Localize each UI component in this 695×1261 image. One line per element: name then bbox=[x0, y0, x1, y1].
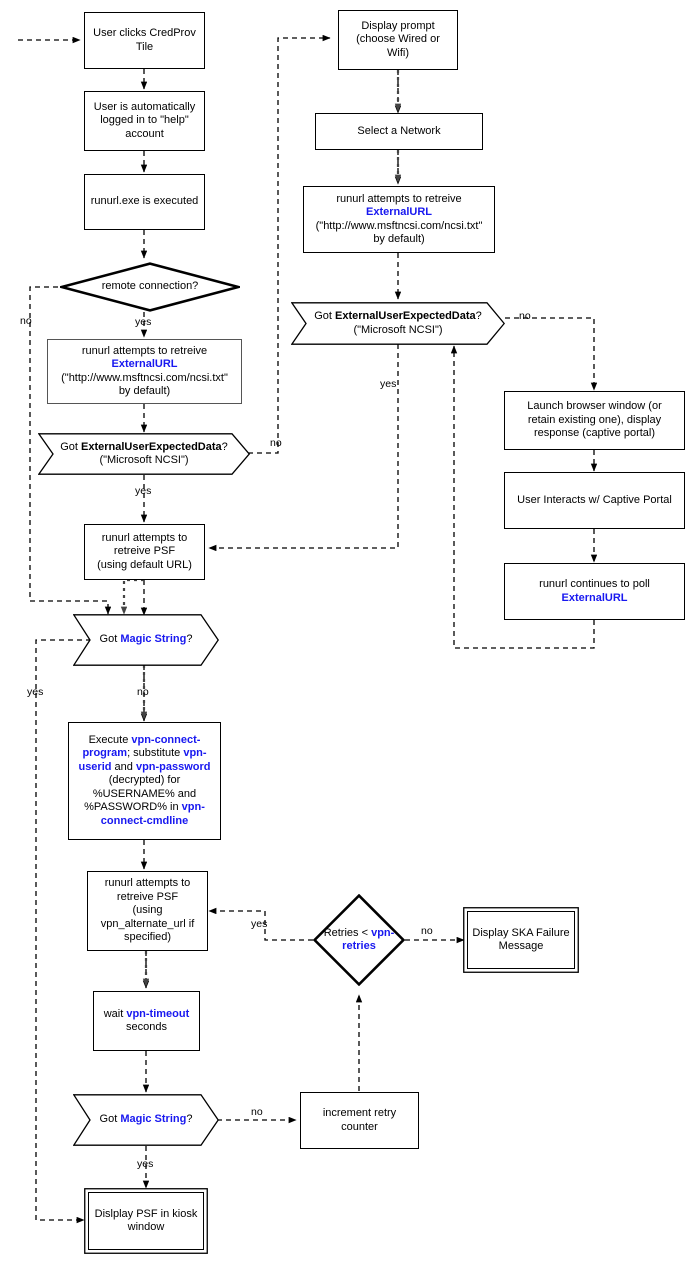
node-got-magic-string-1[interactable]: Got Magic String? bbox=[73, 614, 219, 666]
node-runurl-exe-executed[interactable]: runurl.exe is executed bbox=[84, 174, 205, 230]
node-label: User Interacts w/ Captive Portal bbox=[517, 493, 672, 506]
node-label: Got Magic String? bbox=[99, 633, 193, 646]
hexagon-shape bbox=[73, 614, 219, 666]
edge-psfdefault-to-magic1-gray bbox=[120, 578, 144, 615]
node-label: Got Magic String? bbox=[99, 1113, 193, 1126]
hexagon-shape bbox=[38, 433, 250, 475]
edge-rightncsi-no bbox=[505, 317, 598, 391]
edge-label-remote-connection-yes: yes bbox=[135, 316, 152, 328]
node-label: Select a Network bbox=[357, 124, 441, 137]
node-label: Got ExternalUserExpectedData?("Microsoft… bbox=[60, 440, 228, 467]
node-label: runurl.exe is executed bbox=[90, 195, 199, 208]
edge-label-magic-string-1-yes: yes bbox=[27, 686, 44, 698]
node-got-magic-string-2[interactable]: Got Magic String? bbox=[73, 1094, 219, 1146]
node-label: Got ExternalUserExpectedData?("Microsoft… bbox=[314, 310, 482, 336]
edge-label-magic-string-2-no: no bbox=[251, 1106, 263, 1118]
edge-label-magic-string-1-no: no bbox=[137, 686, 149, 698]
edge-label-right-ncsi-no: no bbox=[519, 310, 531, 322]
node-label: Retries < vpn-retries bbox=[323, 926, 395, 953]
hexagon-shape bbox=[73, 1094, 219, 1146]
diamond-shape bbox=[60, 262, 240, 312]
edge-label-left-ncsi-yes: yes bbox=[135, 485, 152, 497]
diamond-shape bbox=[313, 894, 405, 986]
node-left-got-externaluserexpecteddata[interactable]: Got ExternalUserExpectedData?("Microsoft… bbox=[38, 433, 250, 475]
hexagon-shape bbox=[291, 302, 505, 345]
node-retries-less-than-vpn-retries[interactable]: Retries < vpn-retries bbox=[313, 894, 405, 986]
edge-label-retries-yes: yes bbox=[251, 918, 268, 930]
node-select-a-network[interactable]: Select a Network bbox=[315, 113, 483, 150]
edge-label-left-ncsi-no: no bbox=[270, 437, 282, 449]
edge-label-remote-connection-no: no bbox=[20, 315, 32, 327]
node-remote-connection-decision[interactable]: remote connection? bbox=[60, 262, 240, 312]
node-right-got-externaluserexpecteddata[interactable]: Got ExternalUserExpectedData?("Microsoft… bbox=[291, 302, 505, 345]
edge-label-right-ncsi-yes: yes bbox=[380, 378, 397, 390]
node-execute-vpn-connect-program[interactable]: Execute vpn-connect-program; substitute … bbox=[68, 722, 221, 840]
edge-label-retries-no: no bbox=[421, 925, 433, 937]
node-label: remote connection? bbox=[101, 280, 199, 293]
node-user-interacts-captive-portal[interactable]: User Interacts w/ Captive Portal bbox=[504, 472, 685, 529]
edge-label-magic-string-2-yes: yes bbox=[137, 1158, 154, 1170]
node-label: Execute vpn-connect-program; substitute … bbox=[78, 733, 211, 827]
